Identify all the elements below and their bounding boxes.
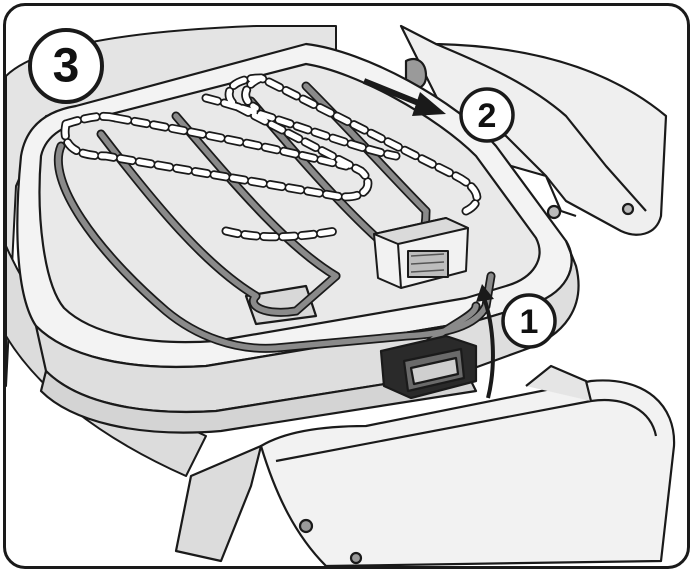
step-number-1: 1 <box>520 303 539 341</box>
heating-element-ghost <box>60 73 482 242</box>
step-badge-1: 1 <box>501 293 557 349</box>
heating-element <box>53 81 496 353</box>
arrow-step-1 <box>476 284 495 399</box>
step-number-2: 2 <box>478 97 497 135</box>
connector-raised <box>373 217 469 289</box>
step-number-3: 3 <box>53 40 80 93</box>
assembly-illustration: 3 2 1 <box>6 24 676 566</box>
step-badge-2: 2 <box>459 87 515 143</box>
arrow-step-2 <box>362 78 446 116</box>
illustration-frame: 3 2 1 <box>3 3 690 569</box>
front-handle <box>174 364 676 566</box>
power-socket <box>379 334 478 400</box>
step-badge-3: 3 <box>28 28 104 104</box>
